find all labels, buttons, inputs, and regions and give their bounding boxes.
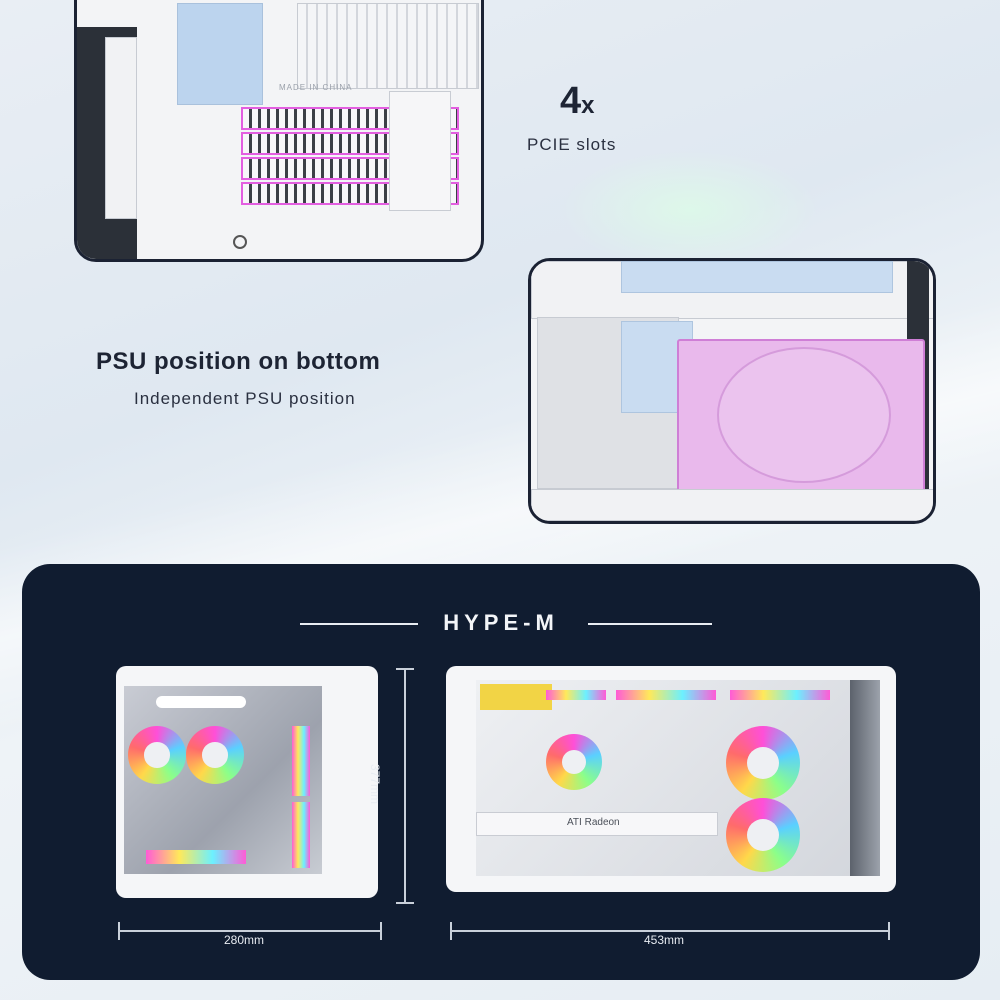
mesh-grille — [297, 3, 479, 89]
pcie-caption: PCIE slots — [527, 135, 617, 154]
height-dim-line — [404, 668, 406, 904]
radiator-tube — [156, 696, 246, 708]
top-rgb-2 — [616, 690, 716, 700]
gpu-label: ATI Radeon — [567, 817, 620, 828]
fan-left — [128, 726, 186, 784]
made-in-stamp: MADE IN CHINA — [279, 83, 353, 92]
psu-subtitle: Independent PSU position — [134, 389, 356, 408]
upper-window — [621, 261, 893, 293]
brand-line-right — [588, 623, 712, 625]
motherboard-area — [177, 3, 263, 105]
front-fan-top — [726, 726, 800, 800]
brand-logo: HYPE-M — [443, 610, 559, 635]
brand-line-left — [300, 623, 418, 625]
slot-bracket — [389, 91, 451, 211]
width-dim-tick-right — [888, 922, 890, 940]
pcie-multiplier: x — [581, 92, 595, 119]
top-rgb-1 — [546, 690, 606, 700]
depth-dim-tick-left — [118, 922, 120, 940]
psu-label — [480, 684, 552, 710]
width-dim-tick-left — [450, 922, 452, 940]
front-panel — [850, 680, 880, 876]
psu-bottom-image — [528, 258, 936, 524]
front-fan-bottom — [726, 798, 800, 872]
depth-dim-tick-right — [380, 922, 382, 940]
depth-label: 280mm — [224, 933, 265, 947]
rgb-bottom-strip — [146, 850, 246, 864]
width-dim-line — [450, 930, 890, 932]
pcie-slots-image: MADE IN CHINA — [74, 0, 484, 262]
depth-dim-line — [118, 930, 382, 932]
screw-hole — [233, 235, 247, 249]
bottom-frame — [531, 489, 933, 521]
psu-fan-outline — [717, 347, 891, 483]
psu-highlight — [677, 339, 925, 493]
pcie-count-group: 4x — [560, 80, 595, 123]
height-dim-tick-bottom — [396, 902, 414, 904]
cpu-cooler — [546, 734, 602, 790]
rear-bracket — [105, 37, 137, 219]
width-label: 453mm — [644, 933, 685, 947]
dimensions-card: HYPE-M ATI Radeon 377mm 280mm 453mm — [22, 564, 980, 980]
pcie-count: 4 — [560, 80, 582, 122]
rgb-side-strip-1 — [292, 726, 310, 796]
height-label: 377mm — [368, 764, 382, 805]
psu-title: PSU position on bottom — [96, 348, 381, 375]
gpu-card: ATI Radeon — [476, 812, 718, 836]
case-front-view — [116, 666, 378, 898]
top-rgb-3 — [730, 690, 830, 700]
fan-mid — [186, 726, 244, 784]
height-dim-tick-top — [396, 668, 414, 670]
case-side-view: ATI Radeon — [446, 666, 896, 892]
background-glow — [560, 150, 820, 270]
rgb-side-strip-2 — [292, 802, 310, 868]
